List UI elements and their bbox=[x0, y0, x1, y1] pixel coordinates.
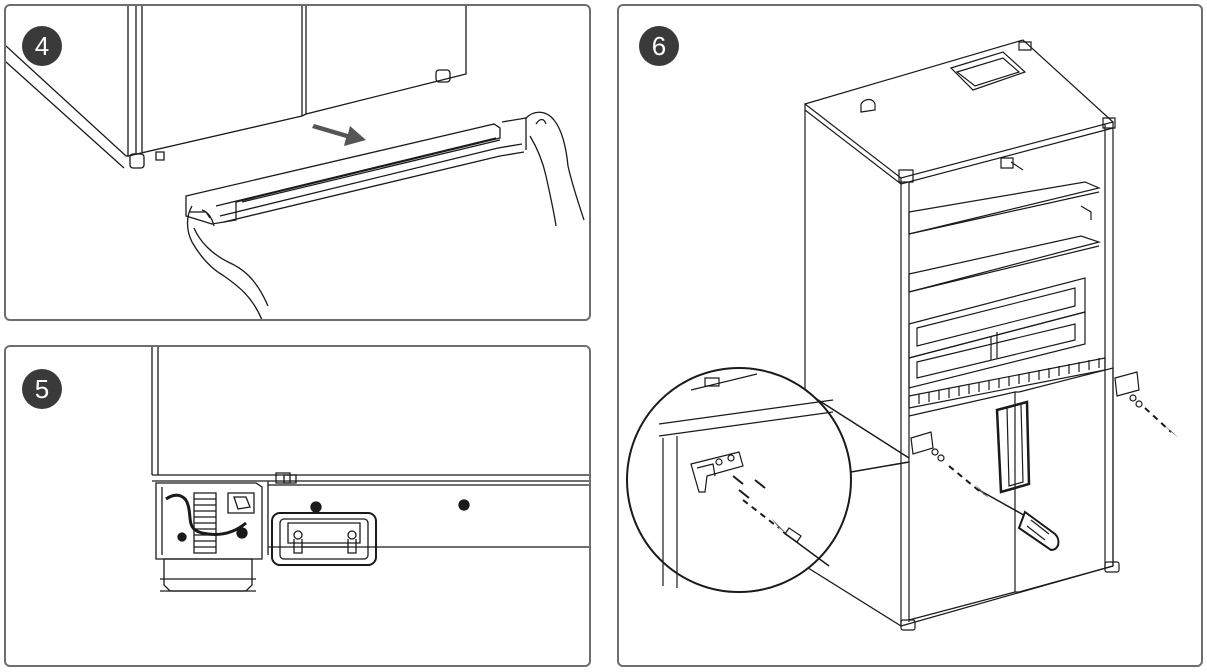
mounting-bracket bbox=[272, 513, 376, 565]
top-hinge-cover bbox=[951, 52, 1025, 90]
step-5-illustration bbox=[6, 347, 591, 667]
fridge-foot bbox=[436, 70, 450, 82]
fridge-foot bbox=[130, 154, 144, 168]
left-hand bbox=[188, 206, 269, 320]
shelf bbox=[909, 236, 1099, 292]
cabinet-foot bbox=[1105, 562, 1119, 572]
step-number-badge: 5 bbox=[22, 369, 62, 409]
screwdriver-handle bbox=[1019, 512, 1058, 550]
arrowheads bbox=[771, 424, 1179, 534]
right-hand bbox=[526, 112, 584, 226]
zoom-hinge-bracket bbox=[691, 452, 743, 492]
dashed-arrow bbox=[1145, 408, 1171, 432]
foot-base bbox=[164, 559, 252, 591]
cabinet-foot bbox=[901, 620, 915, 630]
vent-grille bbox=[909, 358, 1105, 408]
base-grille bbox=[186, 124, 500, 224]
hinge-bracket bbox=[1115, 372, 1139, 396]
fridge-right-door bbox=[306, 6, 466, 114]
direction-arrow bbox=[312, 124, 366, 146]
step-5-panel: 5 bbox=[4, 345, 591, 667]
step-4-illustration bbox=[6, 6, 591, 321]
dashed-arrow bbox=[949, 466, 983, 494]
screw-hole bbox=[459, 500, 469, 510]
leveling-foot-bracket bbox=[156, 483, 262, 559]
step-number-badge: 6 bbox=[639, 26, 679, 66]
lock-wire bbox=[166, 495, 246, 534]
door-handle bbox=[997, 402, 1029, 492]
cabinet-top bbox=[805, 40, 1113, 178]
crisper-drawer bbox=[909, 312, 1085, 388]
screw-hole bbox=[311, 502, 321, 512]
step-number-badge: 4 bbox=[22, 26, 62, 66]
lower-door-right bbox=[1019, 368, 1113, 592]
step-6-illustration bbox=[619, 6, 1179, 667]
fridge-left-door bbox=[128, 6, 302, 156]
hinge-bracket bbox=[911, 432, 933, 454]
zoom-dashed-arrow bbox=[743, 500, 779, 528]
lower-door-left bbox=[909, 392, 1015, 620]
step-4-panel: 4 bbox=[4, 4, 591, 321]
screwdriver-shaft bbox=[979, 490, 1029, 518]
step-6-panel: 6 bbox=[617, 4, 1203, 667]
fridge-side-edge bbox=[6, 46, 128, 156]
shelf bbox=[909, 182, 1099, 234]
